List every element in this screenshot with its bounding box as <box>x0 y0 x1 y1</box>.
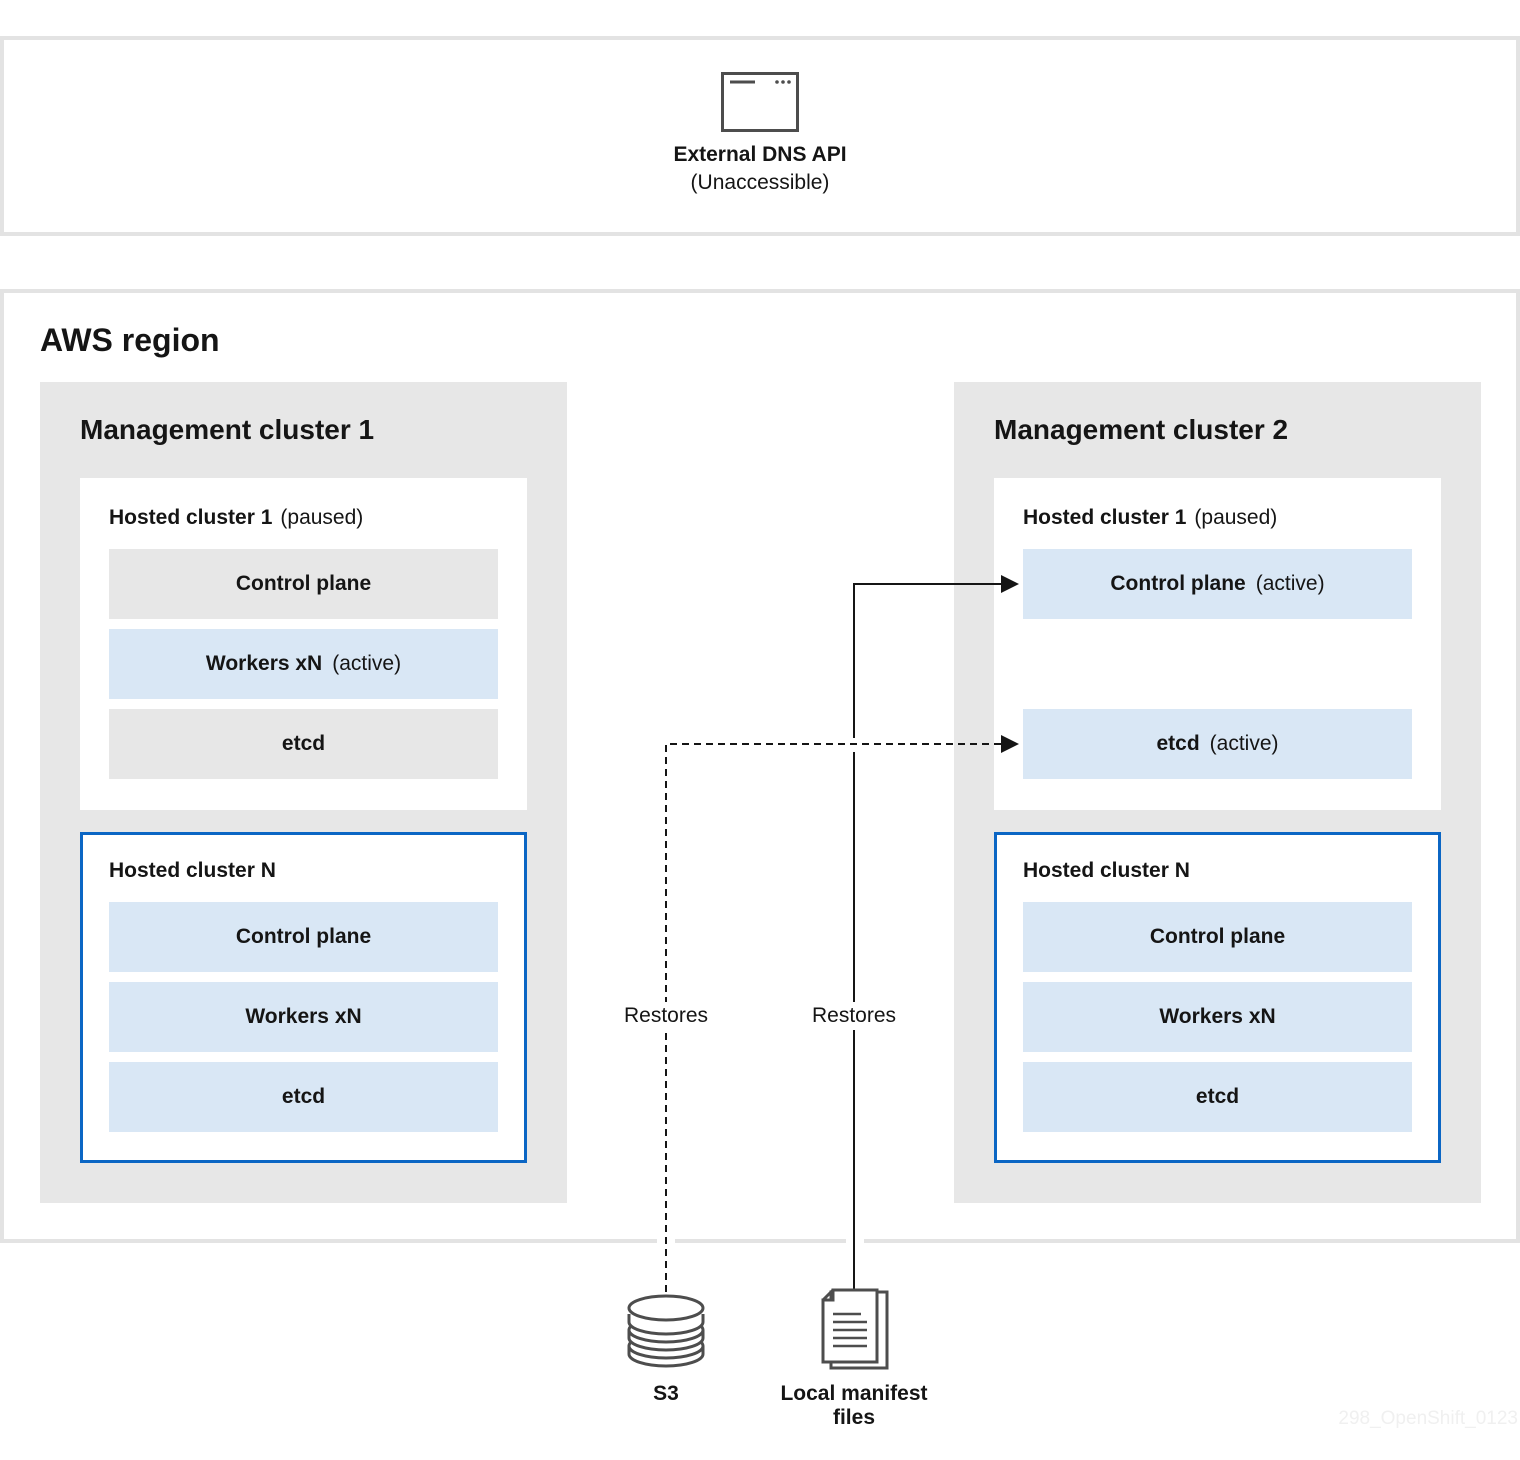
m2-hc1-status: (paused) <box>1194 506 1278 529</box>
m2-hc1-control-plane: Control plane (active) <box>1023 549 1412 619</box>
document-icon <box>821 1288 889 1370</box>
aws-region-title: AWS region <box>40 322 220 358</box>
s3-label: S3 <box>653 1382 679 1405</box>
m1-hc1-workers: Workers xN (active) <box>109 629 498 699</box>
m1-hosted-cluster-1-title: Hosted cluster 1 (paused) <box>109 506 363 530</box>
management-cluster-2-title: Management cluster 2 <box>994 414 1289 445</box>
browser-window-icon <box>721 72 799 132</box>
m1-hcn-control-plane-label: Control plane <box>235 925 372 948</box>
management-cluster-1-title: Management cluster 1 <box>80 414 375 445</box>
m1-hc1-control-plane: Control plane <box>109 549 498 619</box>
m2-hcn-control-plane: Control plane <box>1023 902 1412 972</box>
m2-hcn-workers: Workers xN <box>1023 982 1412 1052</box>
m1-hc1-status: (paused) <box>280 506 364 529</box>
m2-hosted-cluster-n-title: Hosted cluster N <box>1023 859 1190 882</box>
m1-hc1-title-text: Hosted cluster 1 <box>109 506 273 529</box>
m1-hcn-control-plane: Control plane <box>109 902 498 972</box>
external-dns-title: External DNS API <box>673 143 847 166</box>
m2-hc1-etcd-status: (active) <box>1209 732 1279 755</box>
m2-hcn-etcd-label: etcd <box>1195 1085 1240 1108</box>
m2-hc1-title-text: Hosted cluster 1 <box>1023 506 1187 529</box>
manifest-restores-label: Restores <box>800 1002 908 1030</box>
m2-hc1-etcd-label: etcd <box>1156 732 1200 755</box>
external-dns-subtitle: (Unaccessible) <box>690 171 830 194</box>
manifest-label-line1: Local manifest <box>780 1382 928 1405</box>
m2-hcn-workers-label: Workers xN <box>1159 1005 1276 1028</box>
m2-hc1-control-plane-status: (active) <box>1255 572 1325 595</box>
external-dns-frame <box>0 36 1520 236</box>
m1-hcn-workers-label: Workers xN <box>245 1005 362 1028</box>
m1-hc1-workers-label: Workers xN <box>205 652 323 675</box>
m2-hc1-control-plane-label: Control plane <box>1110 572 1246 595</box>
m1-hc1-etcd: etcd <box>109 709 498 779</box>
m1-hc1-etcd-label: etcd <box>281 732 326 755</box>
m2-hcn-control-plane-label: Control plane <box>1149 925 1286 948</box>
m1-hc1-control-plane-label: Control plane <box>235 572 372 595</box>
watermark: 298_OpenShift_0123 <box>1338 1408 1518 1429</box>
database-icon <box>627 1294 705 1368</box>
m2-hosted-cluster-1-title: Hosted cluster 1 (paused) <box>1023 506 1277 530</box>
m1-hcn-etcd-label: etcd <box>281 1085 326 1108</box>
m1-hcn-workers: Workers xN <box>109 982 498 1052</box>
m1-hosted-cluster-n-title: Hosted cluster N <box>109 859 276 882</box>
m2-hcn-etcd: etcd <box>1023 1062 1412 1132</box>
manifest-label-line2: files <box>832 1406 876 1429</box>
m1-hcn-etcd: etcd <box>109 1062 498 1132</box>
m2-hc1-etcd: etcd (active) <box>1023 709 1412 779</box>
m1-hc1-workers-status: (active) <box>332 652 402 675</box>
s3-restores-label: Restores <box>612 1002 720 1030</box>
